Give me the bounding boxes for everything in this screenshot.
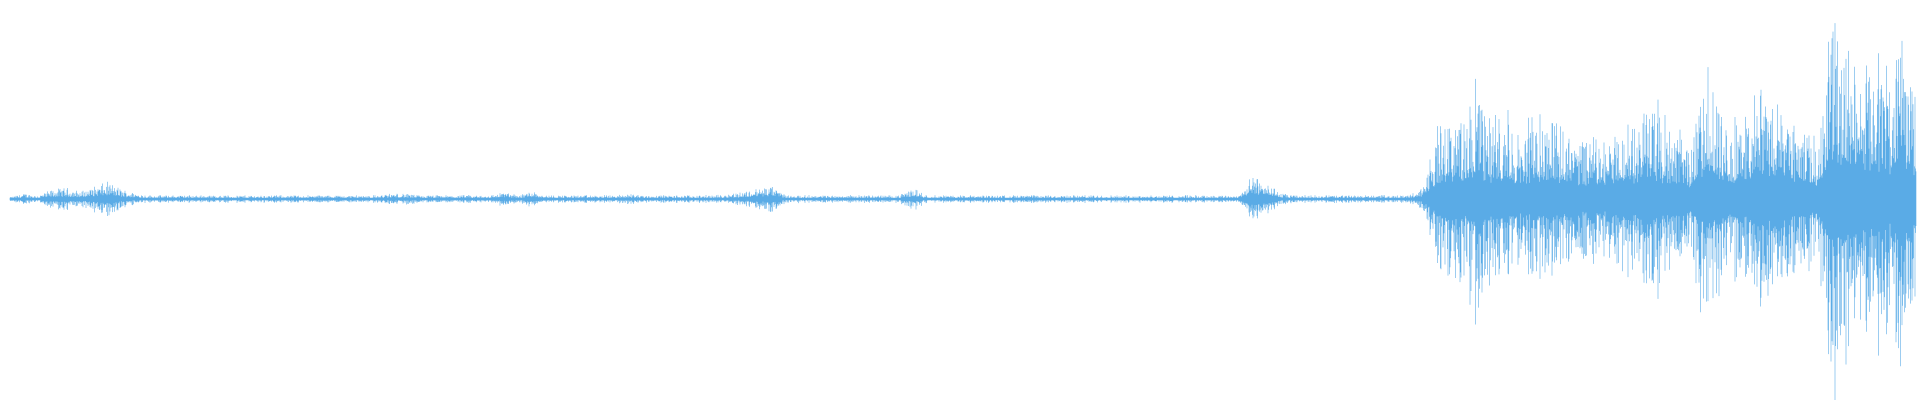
waveform-peaks [9,23,1917,400]
